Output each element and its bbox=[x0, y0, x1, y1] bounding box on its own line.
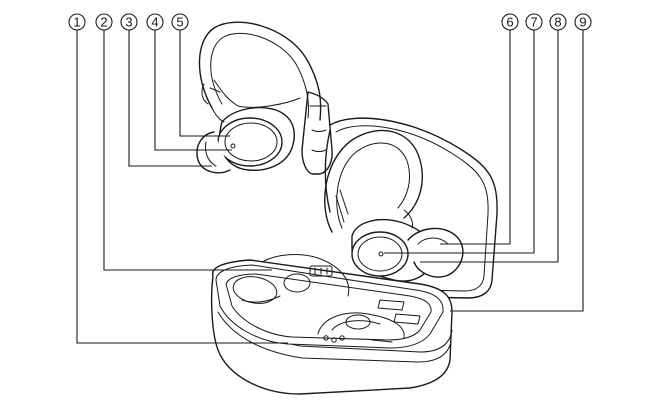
svg-text:7: 7 bbox=[530, 15, 537, 30]
leader-lines bbox=[76, 30, 584, 344]
case-lid bbox=[329, 117, 498, 299]
callout-3: 3 bbox=[120, 13, 138, 31]
right-earbud-touch-panel bbox=[351, 231, 409, 277]
callout-5: 5 bbox=[171, 13, 189, 31]
callout-4: 4 bbox=[146, 13, 164, 31]
right-earbud bbox=[324, 129, 464, 282]
svg-text:3: 3 bbox=[125, 15, 132, 30]
left-earbud bbox=[196, 21, 333, 175]
callout-9: 9 bbox=[574, 13, 592, 31]
charging-pins bbox=[323, 335, 345, 343]
svg-text:6: 6 bbox=[506, 15, 513, 30]
svg-text:8: 8 bbox=[554, 15, 561, 30]
svg-text:1: 1 bbox=[73, 15, 80, 30]
svg-text:5: 5 bbox=[176, 15, 183, 30]
left-earbud-touch-panel bbox=[217, 117, 283, 167]
callout-2: 2 bbox=[95, 13, 113, 31]
callout-labels: 1 2 3 4 5 6 7 8 bbox=[68, 13, 592, 31]
right-earbud-led bbox=[378, 251, 384, 257]
left-earbud-led bbox=[230, 143, 236, 149]
callout-1: 1 bbox=[68, 13, 86, 31]
callout-6: 6 bbox=[501, 13, 519, 31]
svg-text:9: 9 bbox=[579, 15, 586, 30]
svg-text:2: 2 bbox=[100, 15, 107, 30]
svg-text:4: 4 bbox=[151, 15, 158, 30]
case-led-display bbox=[309, 265, 333, 277]
callout-7: 7 bbox=[525, 13, 543, 31]
charging-case bbox=[210, 117, 498, 395]
callout-8: 8 bbox=[549, 13, 567, 31]
